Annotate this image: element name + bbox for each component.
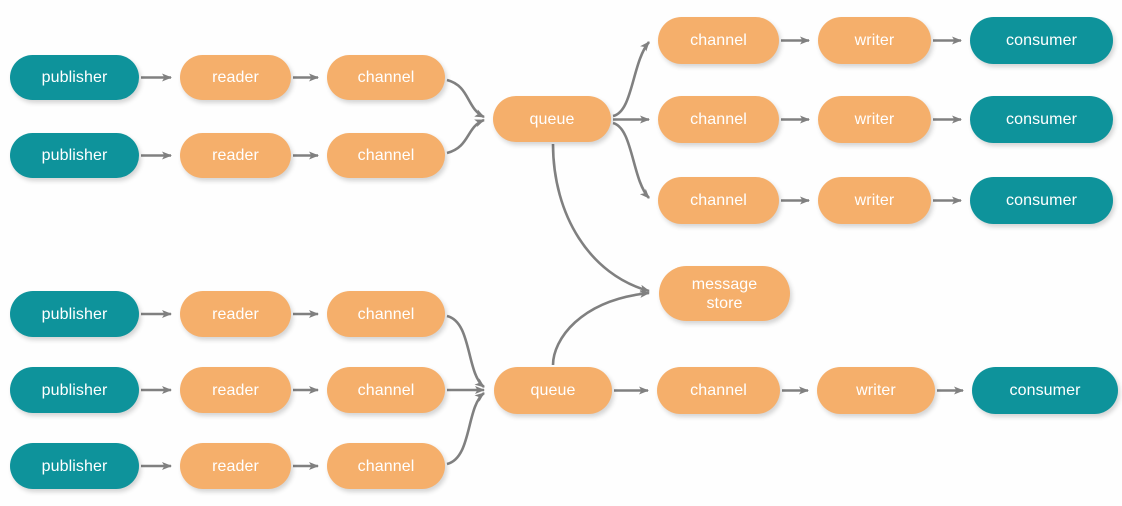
node-chn-b1[interactable]: channel [658,17,779,64]
node-rdr-a2[interactable]: reader [180,133,291,178]
node-chn-d1[interactable]: channel [657,367,780,414]
node-que-a[interactable]: queue [493,96,611,142]
node-rdr-c2[interactable]: reader [180,367,291,413]
node-wrt-b1[interactable]: writer [818,17,931,64]
node-rdr-c3[interactable]: reader [180,443,291,489]
node-wrt-b3[interactable]: writer [818,177,931,224]
node-chn-c2[interactable]: channel [327,367,445,413]
node-rdr-c1[interactable]: reader [180,291,291,337]
node-chn-b2[interactable]: channel [658,96,779,143]
edge-que-a-to-chn-b1 [612,41,651,118]
node-pub-c3[interactable]: publisher [10,443,139,489]
node-pub-a1[interactable]: publisher [10,55,139,100]
edge-chn-a1-to-que-a [446,78,485,119]
node-chn-a2[interactable]: channel [327,133,445,178]
edge-que-c-to-store [551,289,650,366]
node-con-d1[interactable]: consumer [972,367,1118,414]
node-con-b3[interactable]: consumer [970,177,1113,224]
node-wrt-b2[interactable]: writer [818,96,931,143]
edge-chn-a2-to-que-a [446,118,485,155]
node-chn-b3[interactable]: channel [658,177,779,224]
node-pub-a2[interactable]: publisher [10,133,139,178]
edge-que-a-to-store [551,143,650,293]
edge-chn-c1-to-que-c [446,314,485,389]
node-pub-c1[interactable]: publisher [10,291,139,337]
edge-que-a-to-chn-b3 [612,121,651,199]
node-wrt-d1[interactable]: writer [817,367,935,414]
node-con-b2[interactable]: consumer [970,96,1113,143]
node-chn-c3[interactable]: channel [327,443,445,489]
edge-chn-c3-to-que-c [446,391,485,466]
node-pub-c2[interactable]: publisher [10,367,139,413]
node-store[interactable]: message store [659,266,790,321]
node-con-b1[interactable]: consumer [970,17,1113,64]
node-chn-c1[interactable]: channel [327,291,445,337]
node-que-c[interactable]: queue [494,367,612,414]
node-chn-a1[interactable]: channel [327,55,445,100]
node-rdr-a1[interactable]: reader [180,55,291,100]
